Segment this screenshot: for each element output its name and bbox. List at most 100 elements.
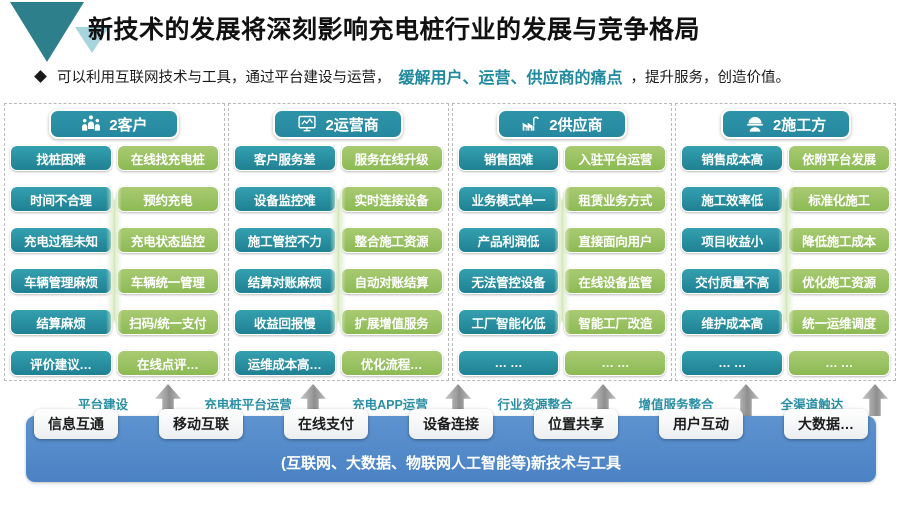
column-header-1[interactable]: 2客户 <box>49 109 180 139</box>
pain-point-chip[interactable]: 项目收益小 <box>681 227 784 253</box>
solution-chip[interactable]: 优化流程… <box>340 350 443 376</box>
technology-tag[interactable]: 位置共享 <box>534 409 618 439</box>
pain-point-chip[interactable]: 交付质量不高 <box>681 268 784 294</box>
pain-gain-row: … …… … <box>457 350 667 376</box>
solution-chip[interactable]: 租赁业务方式 <box>564 186 667 212</box>
pain-gain-row: 结算麻烦扫码/统一支付 <box>10 309 219 335</box>
monitor-chart-icon <box>297 114 317 134</box>
pain-gain-row: 工厂智能化低智能工厂改造 <box>457 309 667 335</box>
stakeholder-column: 2供应商销售困难入驻平台运营业务模式单一租赁业务方式产品利润低直接面向用户无法管… <box>451 103 673 381</box>
solution-chip[interactable]: 标准化施工 <box>788 186 890 212</box>
pain-point-chip[interactable]: 结算对账麻烦 <box>233 268 336 294</box>
technology-tag[interactable]: 在线支付 <box>284 409 368 439</box>
pain-point-chip[interactable]: 施工效率低 <box>681 186 784 212</box>
pain-gain-row: 找桩困难在线找充电桩 <box>10 145 219 171</box>
enabler-label: 充电桩平台运营 <box>204 398 292 412</box>
pain-point-chip[interactable]: 产品利润低 <box>457 227 560 253</box>
solution-chip[interactable]: 预约充电 <box>116 186 219 212</box>
pain-gain-row: 维护成本高统一运维调度 <box>681 309 890 335</box>
pain-point-chip[interactable]: 无法管控设备 <box>457 268 560 294</box>
solution-chip[interactable]: 自动对账结算 <box>340 268 443 294</box>
solution-chip[interactable]: 统一运维调度 <box>788 309 890 335</box>
solution-chip[interactable]: … … <box>788 350 890 376</box>
solution-chip[interactable]: 降低施工成本 <box>788 227 890 253</box>
pain-gain-row: 产品利润低直接面向用户 <box>457 227 667 253</box>
solution-chip[interactable]: 直接面向用户 <box>564 227 667 253</box>
technology-tag[interactable]: 设备连接 <box>409 409 493 439</box>
technology-tag[interactable]: 大数据… <box>784 409 868 439</box>
pain-gain-row: 结算对账麻烦自动对账结算 <box>233 268 443 294</box>
pain-point-chip[interactable]: 施工管控不力 <box>233 227 336 253</box>
solution-chip[interactable]: 充电状态监控 <box>116 227 219 253</box>
pain-point-chip[interactable]: 时间不合理 <box>10 186 112 212</box>
solution-chip[interactable]: 实时连接设备 <box>340 186 443 212</box>
solution-chip[interactable]: 优化施工资源 <box>788 268 890 294</box>
pain-gain-row: 充电过程未知充电状态监控 <box>10 227 219 253</box>
technology-caption: (互联网、大数据、物联网人工智能等)新技术与工具 <box>281 455 621 472</box>
column-header-4[interactable]: 2施工方 <box>720 109 851 139</box>
pain-point-chip[interactable]: 销售困难 <box>457 145 560 171</box>
technology-tag-row: 信息互通 移动互联 在线支付 设备连接 位置共享 用户互动 大数据… <box>34 408 868 440</box>
solution-chip[interactable]: 服务在线升级 <box>340 145 443 171</box>
solution-chip[interactable]: 扫码/统一支付 <box>116 309 219 335</box>
solution-chip[interactable]: 入驻平台运营 <box>564 145 667 171</box>
column-title: 2施工方 <box>772 116 827 134</box>
solution-chip[interactable]: 在线找充电桩 <box>116 145 219 171</box>
pain-gain-row: 销售困难入驻平台运营 <box>457 145 667 171</box>
subtitle-part1: 可以利用互联网技术与工具，通过平台建设与运营， <box>57 69 391 86</box>
enabler-label: 充电APP运营 <box>352 398 428 412</box>
solution-chip[interactable]: 扩展增值服务 <box>340 309 443 335</box>
subtitle-part2: ，提升服务，创造价值。 <box>630 69 791 86</box>
column-header-2[interactable]: 2运营商 <box>273 109 404 139</box>
page-header: 新技术的发展将深刻影响充电桩行业的发展与竞争格局 可以利用互联网技术与工具，通过… <box>0 0 900 96</box>
pain-gain-row: 无法管控设备在线设备监管 <box>457 268 667 294</box>
solution-chip[interactable]: … … <box>564 350 667 376</box>
stakeholder-columns: 2客户找桩困难在线找充电桩时间不合理预约充电充电过程未知充电状态监控车辆管理麻烦… <box>4 103 896 381</box>
pain-point-chip[interactable]: 运维成本高… <box>233 350 336 376</box>
solution-chip[interactable]: 在线点评… <box>116 350 219 376</box>
technology-tag[interactable]: 用户互动 <box>659 409 743 439</box>
pain-gain-row: 项目收益小降低施工成本 <box>681 227 890 253</box>
solution-chip[interactable]: 整合施工资源 <box>340 227 443 253</box>
solution-chip[interactable]: 依附平台发展 <box>788 145 890 171</box>
pain-point-chip[interactable]: 维护成本高 <box>681 309 784 335</box>
pain-point-chip[interactable]: 工厂智能化低 <box>457 309 560 335</box>
pain-gain-row: 运维成本高…优化流程… <box>233 350 443 376</box>
column-rows: 客户服务差服务在线升级设备监控难实时连接设备施工管控不力整合施工资源结算对账麻烦… <box>233 145 443 376</box>
technology-foundation-bar: 信息互通 移动互联 在线支付 设备连接 位置共享 用户互动 大数据… (互联网、大数据、物联… <box>26 409 876 482</box>
pain-gain-row: 客户服务差服务在线升级 <box>233 145 443 171</box>
pain-gain-row: … …… … <box>681 350 890 376</box>
pain-gain-row: 评价建议…在线点评… <box>10 350 219 376</box>
pain-point-chip[interactable]: 客户服务差 <box>233 145 336 171</box>
stakeholder-column: 2施工方销售成本高依附平台发展施工效率低标准化施工项目收益小降低施工成本交付质量… <box>675 103 896 381</box>
stakeholder-column: 2运营商客户服务差服务在线升级设备监控难实时连接设备施工管控不力整合施工资源结算… <box>227 103 449 381</box>
enabler-label: 全渠道触达 <box>780 398 844 412</box>
pain-point-chip[interactable]: … … <box>681 350 784 376</box>
solution-chip[interactable]: 在线设备监管 <box>564 268 667 294</box>
solution-chip[interactable]: 车辆统一管理 <box>116 268 219 294</box>
technology-tag[interactable]: 信息互通 <box>34 409 118 439</box>
page-title: 新技术的发展将深刻影响充电桩行业的发展与竞争格局 <box>88 16 701 44</box>
technology-tag[interactable]: 移动互联 <box>159 409 243 439</box>
worker-helmet-icon <box>745 114 765 134</box>
pain-gain-row: 业务模式单一租赁业务方式 <box>457 186 667 212</box>
pain-point-chip[interactable]: 收益回报慢 <box>233 309 336 335</box>
pain-point-chip[interactable]: 评价建议… <box>10 350 112 376</box>
pain-point-chip[interactable]: 业务模式单一 <box>457 186 560 212</box>
subtitle-highlight: 缓解用户、运营、供应商的痛点 <box>398 70 623 87</box>
subtitle-row: 可以利用互联网技术与工具，通过平台建设与运营， 缓解用户、运营、供应商的痛点 ，… <box>34 64 896 88</box>
pain-gain-row: 车辆管理麻烦车辆统一管理 <box>10 268 219 294</box>
pain-point-chip[interactable]: 找桩困难 <box>10 145 112 171</box>
pain-point-chip[interactable]: 设备监控难 <box>233 186 336 212</box>
pain-point-chip[interactable]: 结算麻烦 <box>10 309 112 335</box>
pain-gain-row: 施工效率低标准化施工 <box>681 186 890 212</box>
pain-point-chip[interactable]: 车辆管理麻烦 <box>10 268 112 294</box>
pain-point-chip[interactable]: … … <box>457 350 560 376</box>
solution-chip[interactable]: 智能工厂改造 <box>564 309 667 335</box>
column-rows: 销售困难入驻平台运营业务模式单一租赁业务方式产品利润低直接面向用户无法管控设备在… <box>457 145 667 376</box>
column-rows: 找桩困难在线找充电桩时间不合理预约充电充电过程未知充电状态监控车辆管理麻烦车辆统… <box>10 145 219 376</box>
pain-point-chip[interactable]: 充电过程未知 <box>10 227 112 253</box>
pain-point-chip[interactable]: 销售成本高 <box>681 145 784 171</box>
pain-gain-row: 施工管控不力整合施工资源 <box>233 227 443 253</box>
column-header-3[interactable]: 2供应商 <box>496 109 627 139</box>
